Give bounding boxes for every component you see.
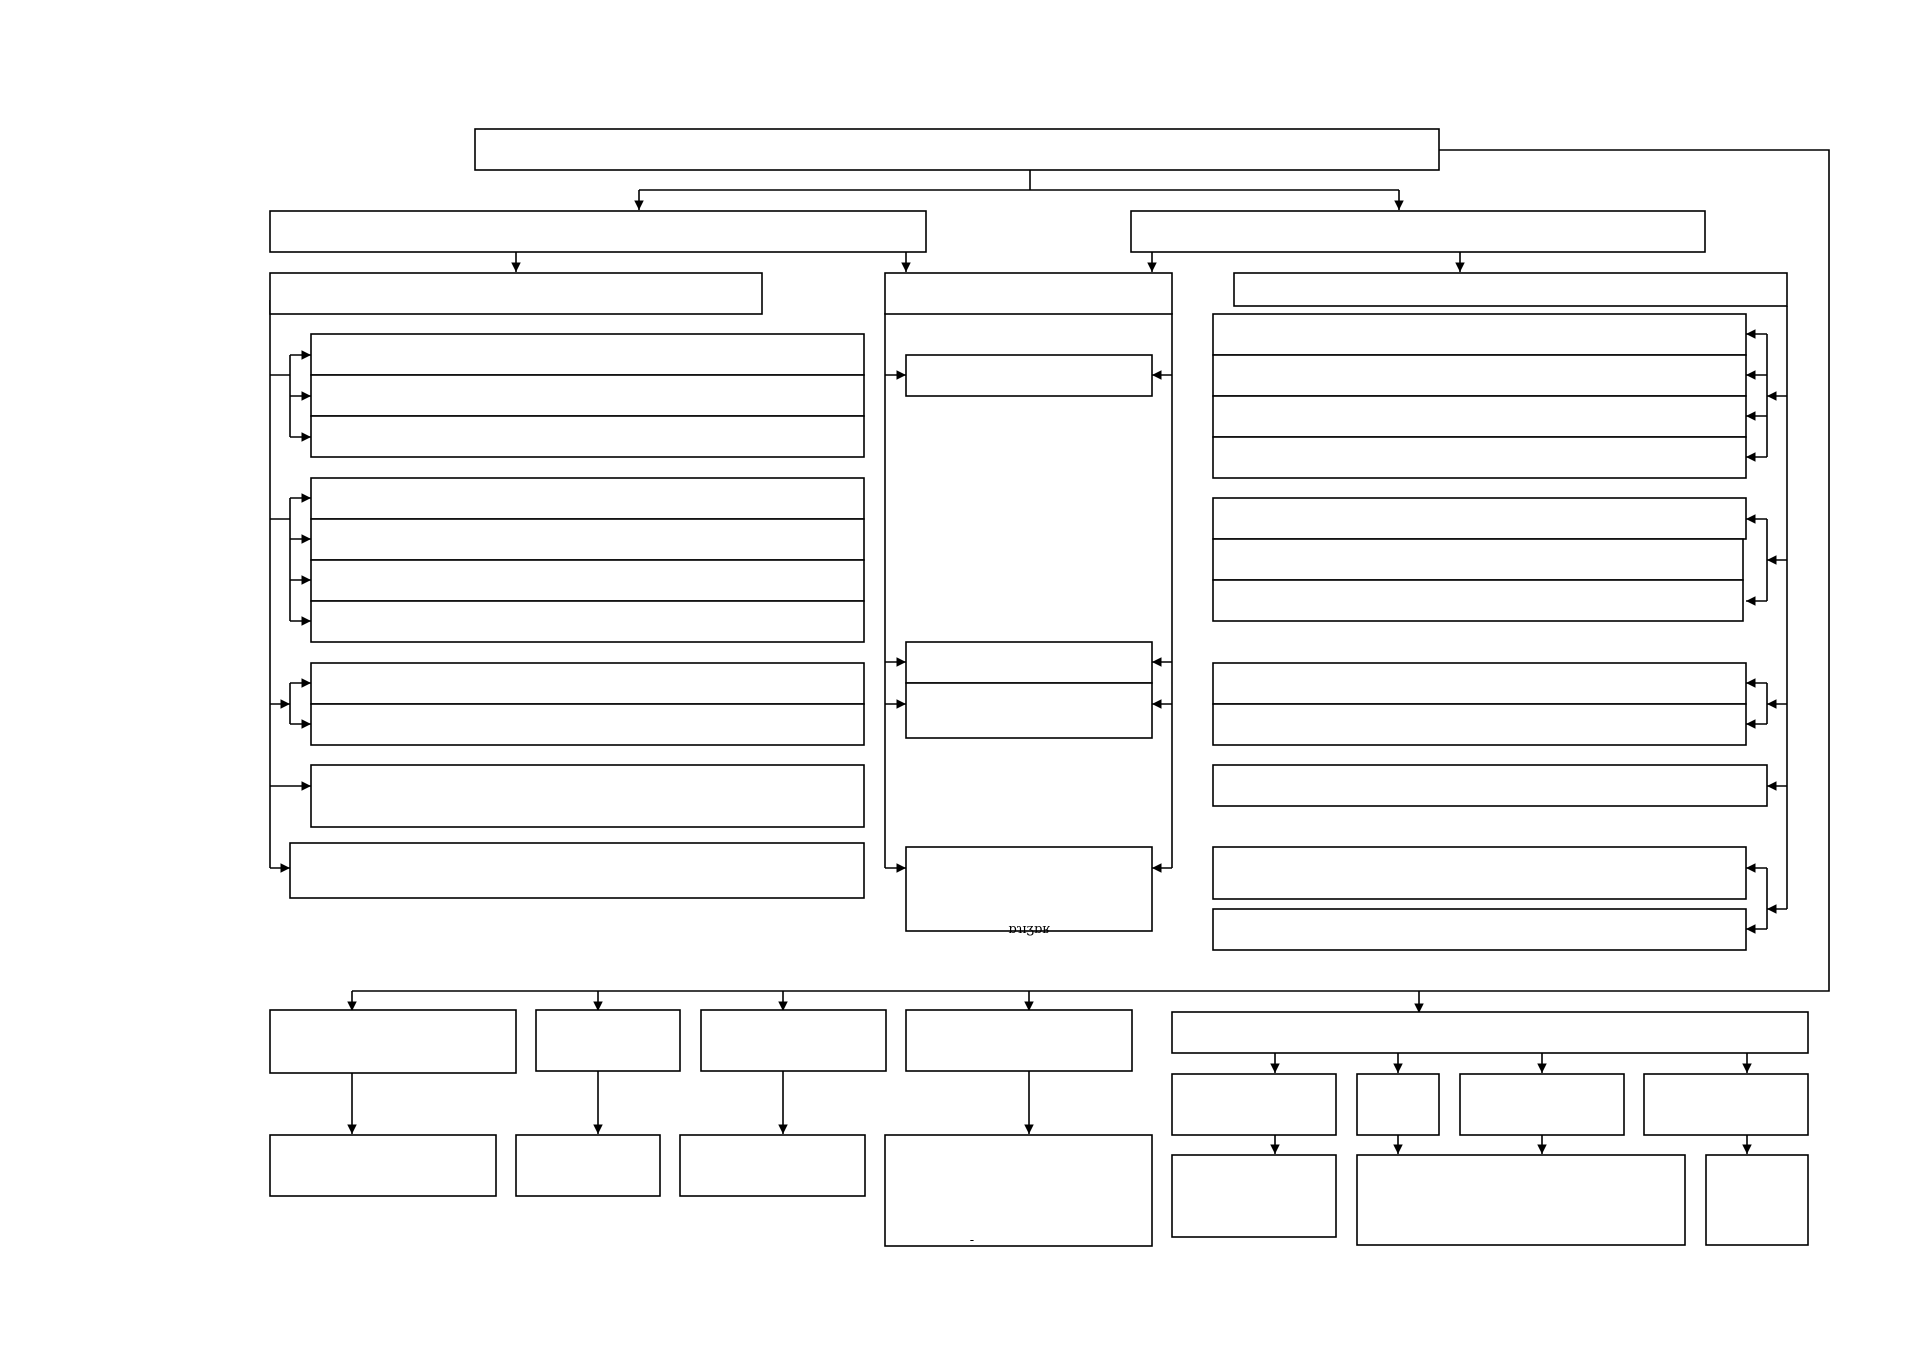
- bottom-box-3: [700, 1009, 887, 1072]
- left-head-box: [269, 210, 927, 253]
- bottom-box-3-child: [679, 1134, 866, 1197]
- bottom-box-2-child: [515, 1134, 661, 1197]
- mid-box-3-fragment: ɒɿɪʒɒʁ: [1008, 922, 1050, 937]
- br-box-c2: [1356, 1073, 1440, 1136]
- bottom-box-2: [535, 1009, 681, 1072]
- right-g2-row-3: [1212, 579, 1744, 622]
- right-g2-row-2: [1212, 538, 1744, 581]
- right-head-box: [1130, 210, 1706, 253]
- left-g5-box: [289, 842, 865, 899]
- boxes: ɒɿɪʒɒʁ -: [269, 128, 1809, 1248]
- right-g3-row-1: [1212, 662, 1747, 705]
- right-g5-box-1: [1212, 846, 1747, 900]
- left-g2-row-2: [310, 518, 865, 561]
- left-g1-row-1: [310, 333, 865, 376]
- bottom-right-head-box: [1171, 1011, 1809, 1054]
- br-box-d1: [1171, 1154, 1337, 1238]
- left-g2-row-3: [310, 559, 865, 602]
- right-g3-row-2: [1212, 703, 1747, 746]
- br-box-c4: [1643, 1073, 1809, 1136]
- mid-box-2a: [905, 641, 1153, 684]
- left-g1-row-2: [310, 374, 865, 417]
- mid-box-1: [905, 354, 1153, 397]
- left-g2-row-4: [310, 600, 865, 643]
- mid-sub-box: [884, 272, 1173, 315]
- right-g5-box-2: [1212, 908, 1747, 951]
- br-box-c3: [1459, 1073, 1625, 1136]
- br-box-d4: [1705, 1154, 1809, 1246]
- left-g2-row-1: [310, 477, 865, 520]
- left-sub-box: [269, 272, 763, 315]
- connector-outer-loop: [352, 149, 1830, 992]
- right-g4-box: [1212, 764, 1768, 807]
- left-g4-box: [310, 764, 865, 828]
- left-g1-row-3: [310, 415, 865, 458]
- right-g1-row-1: [1212, 313, 1747, 356]
- br-box-d2: [1356, 1154, 1686, 1246]
- bottom-box-4: [905, 1009, 1133, 1072]
- mid-box-3: [905, 846, 1153, 932]
- left-g3-row-1: [310, 662, 865, 705]
- right-sub-box: [1233, 272, 1788, 307]
- right-g1-row-3: [1212, 395, 1747, 438]
- bottom-box-4-child: [884, 1134, 1153, 1247]
- mid-box-2b: [905, 682, 1153, 739]
- connectors: [269, 149, 1830, 1154]
- top-box: [474, 128, 1440, 171]
- left-g3-row-2: [310, 703, 865, 746]
- bottom-box-1: [269, 1009, 517, 1074]
- right-g1-row-2: [1212, 354, 1747, 397]
- bottom-box-4-child-fragment: -: [970, 1233, 974, 1248]
- right-g1-row-4: [1212, 436, 1747, 479]
- bottom-box-1-child: [269, 1134, 497, 1197]
- br-box-c1: [1171, 1073, 1337, 1136]
- right-g2-row-1: [1212, 497, 1747, 540]
